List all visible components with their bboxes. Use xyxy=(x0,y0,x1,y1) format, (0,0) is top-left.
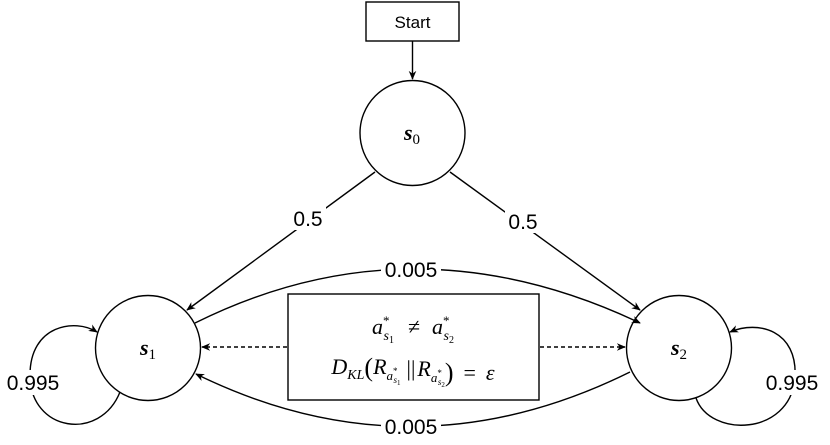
edge-s0-to-s1-label-group: 0.5 xyxy=(290,204,326,231)
edge-s0-to-s1-label: 0.5 xyxy=(293,208,322,231)
constraint-box: a*s1≠a*s2 DKL(Ra*s1||Ra*s2)=ε xyxy=(287,293,540,401)
edge-s0-to-s2 xyxy=(449,171,641,311)
constraint-line-2: DKL(Ra*s1||Ra*s2)=ε xyxy=(330,353,495,389)
state-s1: s1 xyxy=(94,294,202,402)
constraint-line-1: a*s1≠a*s2 xyxy=(372,313,454,346)
edge-s2-self-label: 0.995 xyxy=(766,372,819,395)
edge-s0-to-s2-label: 0.5 xyxy=(508,211,537,234)
state-s2-label: s2 xyxy=(670,335,687,363)
state-s2: s2 xyxy=(625,294,733,402)
edge-s1-self-label: 0.995 xyxy=(7,372,60,395)
edge-s2-to-s1-label-group: 0.005 xyxy=(381,414,441,439)
state-s0: s0 xyxy=(359,79,466,187)
edge-s0-to-s1 xyxy=(186,171,376,311)
state-s0-label: s0 xyxy=(403,120,420,148)
edge-s2-self-label-group: 0.995 xyxy=(760,370,826,395)
edge-s1-to-s2-label: 0.005 xyxy=(385,259,438,282)
start-node: Start xyxy=(365,1,460,42)
edge-s0-to-s2-label-group: 0.5 xyxy=(505,207,541,234)
state-s1-label: s1 xyxy=(139,335,156,363)
edge-s2-to-s1-label: 0.005 xyxy=(385,416,438,439)
edge-s1-to-s2-label-group: 0.005 xyxy=(381,257,441,282)
edge-s1-self-label-group: 0.995 xyxy=(2,370,64,395)
start-label: Start xyxy=(395,13,431,32)
